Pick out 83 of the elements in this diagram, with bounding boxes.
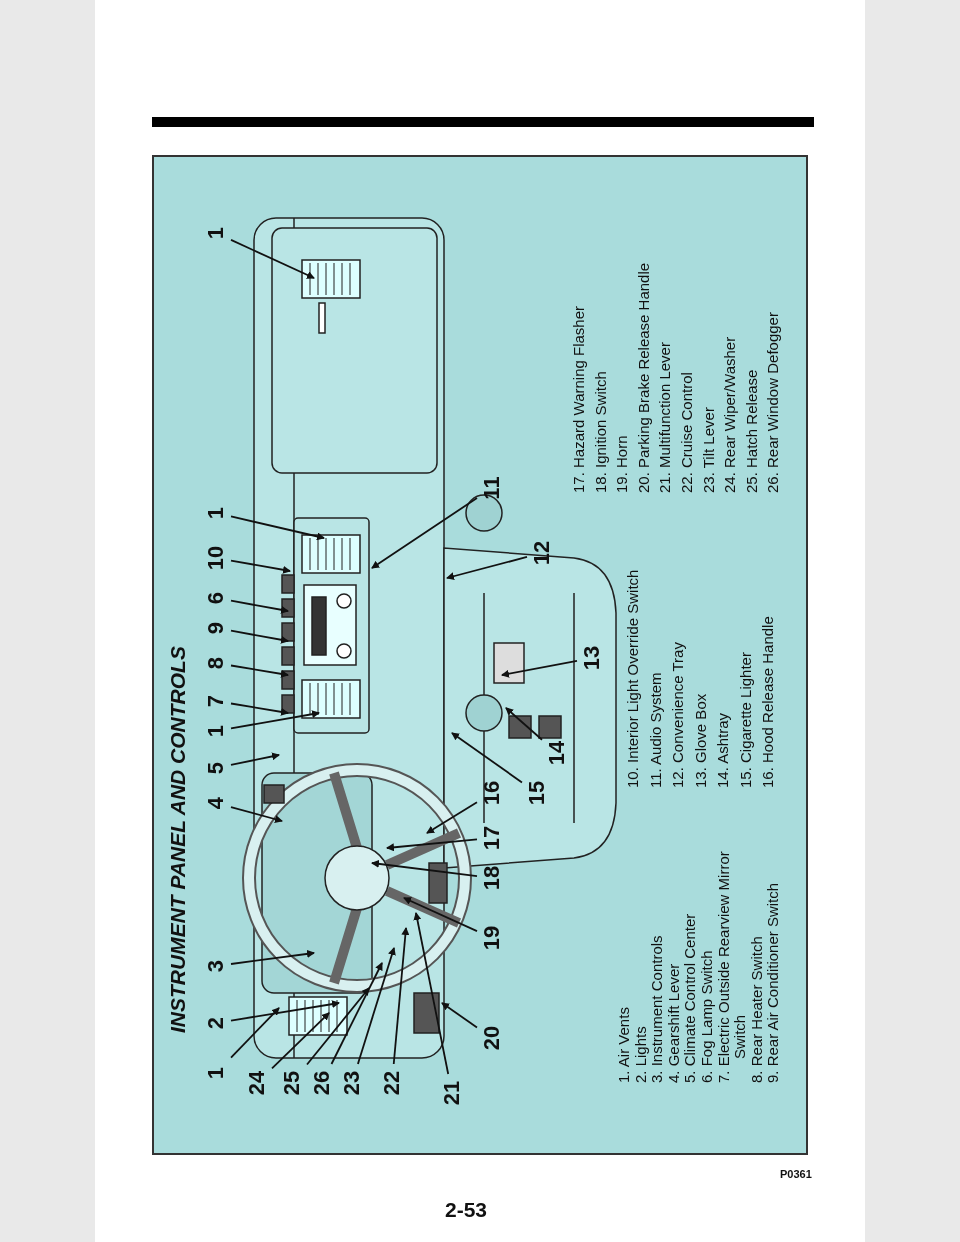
leader-line (306, 987, 370, 1066)
leader-line (271, 1012, 330, 1070)
legend-item: 5. Climate Control Center (682, 912, 699, 1083)
callout-number: 8 (203, 646, 229, 680)
callout-number: 17 (479, 821, 505, 855)
legend-item: 21. Multifunction Lever (655, 341, 675, 493)
leader-line (446, 556, 528, 581)
leader-line (505, 707, 543, 741)
leader-line (230, 1000, 340, 1022)
callout-number: 25 (279, 1066, 305, 1100)
leader-line (230, 806, 283, 823)
leader-line (230, 515, 325, 541)
figure-code: P0361 (780, 1168, 812, 1180)
callout-number: 1 (203, 216, 229, 250)
callout-number: 22 (379, 1066, 405, 1100)
legend-item: 23. Tilt Lever (698, 406, 718, 493)
legend-item: 20. Parking Brake Release Handle (633, 261, 653, 493)
legend-item: 10. Interior Light Override Switch (623, 568, 642, 788)
callout-number: 18 (479, 861, 505, 895)
callout-number: 13 (579, 641, 605, 675)
callout-number: 20 (479, 1021, 505, 1055)
legend-item: 24. Rear Wiper/Washer (720, 335, 740, 493)
callout-number: 3 (203, 949, 229, 983)
leader-line (230, 702, 289, 716)
legend-item: 14. Ashtray (713, 711, 732, 788)
callout-number: 2 (203, 1006, 229, 1040)
leader-line (441, 1002, 478, 1029)
leader-line (230, 710, 320, 730)
callout-number: 10 (203, 541, 229, 575)
leader-line (451, 732, 523, 784)
legend-item: 1. Air Vents (616, 1006, 633, 1083)
page-number: 2-53 (445, 1198, 488, 1222)
callout-number: 24 (244, 1066, 270, 1100)
leader-line (230, 1007, 280, 1059)
leader-line (230, 949, 315, 965)
callout-number: 26 (309, 1066, 335, 1100)
leader-line (230, 752, 280, 766)
callout-number: 11 (479, 471, 505, 505)
callout-number: 12 (529, 536, 555, 570)
legend-item: 22. Cruise Control (676, 371, 696, 493)
callout-number: 23 (339, 1066, 365, 1100)
legend-item: 12. Convenience Tray (668, 641, 687, 788)
callout-number: 4 (203, 786, 229, 820)
legend-item: 25. Hatch Release (741, 368, 761, 493)
legend-item: 19. Horn (612, 434, 632, 493)
legend-item: 13. Glove Box (690, 692, 710, 788)
title: INSTRUMENT PANEL AND CONTROLS (166, 646, 190, 1033)
callout-number: 19 (479, 921, 505, 955)
leader-line (230, 629, 289, 644)
legend-item: 17. Hazard Warning Flasher (569, 304, 588, 493)
leader-line (357, 947, 396, 1065)
leader-line (426, 801, 478, 834)
callout-number: 16 (479, 776, 505, 810)
leader-line (371, 497, 478, 569)
legend-item: 11. Audio System (645, 671, 665, 788)
leader-line (413, 912, 450, 1075)
leader-line (230, 559, 291, 574)
leader-line (371, 859, 478, 878)
legend-item: 6. Fog Lamp Switch (698, 949, 716, 1083)
legend-item: 3. Instrument Controls (649, 934, 666, 1083)
leader-line (403, 897, 478, 933)
legend-item: 26. Rear Window Defogger (763, 311, 783, 493)
callout-number: 14 (544, 736, 570, 770)
legend-item: 2. Lights (632, 1025, 650, 1083)
leader-line (230, 599, 289, 614)
legend-item: 18. Ignition Switch (590, 370, 610, 493)
callout-number: 5 (203, 751, 229, 785)
leader-line (230, 239, 315, 279)
callout-number: 15 (524, 776, 550, 810)
callout-number: 1 (203, 496, 229, 530)
legend-item: 7. Electric Outside Rearview Mirror Switch (715, 850, 749, 1083)
legend-item: 8. Rear Heater Switch (748, 935, 766, 1083)
legend-item: 4. Gearshift Lever (665, 962, 683, 1083)
callout-number: 1 (203, 1056, 229, 1090)
legend-item: 15. Cigarette Lighter (735, 651, 755, 788)
leader-line (386, 838, 478, 852)
leader-line (230, 664, 289, 678)
leader-line (330, 962, 383, 1065)
leader-line (501, 659, 578, 678)
leader-line (392, 927, 410, 1065)
legend-item: 16. Hood Release Handle (758, 615, 777, 788)
legend-item: 9. Rear Air Conditioner Switch (765, 881, 782, 1083)
callout-number: 21 (439, 1076, 465, 1110)
